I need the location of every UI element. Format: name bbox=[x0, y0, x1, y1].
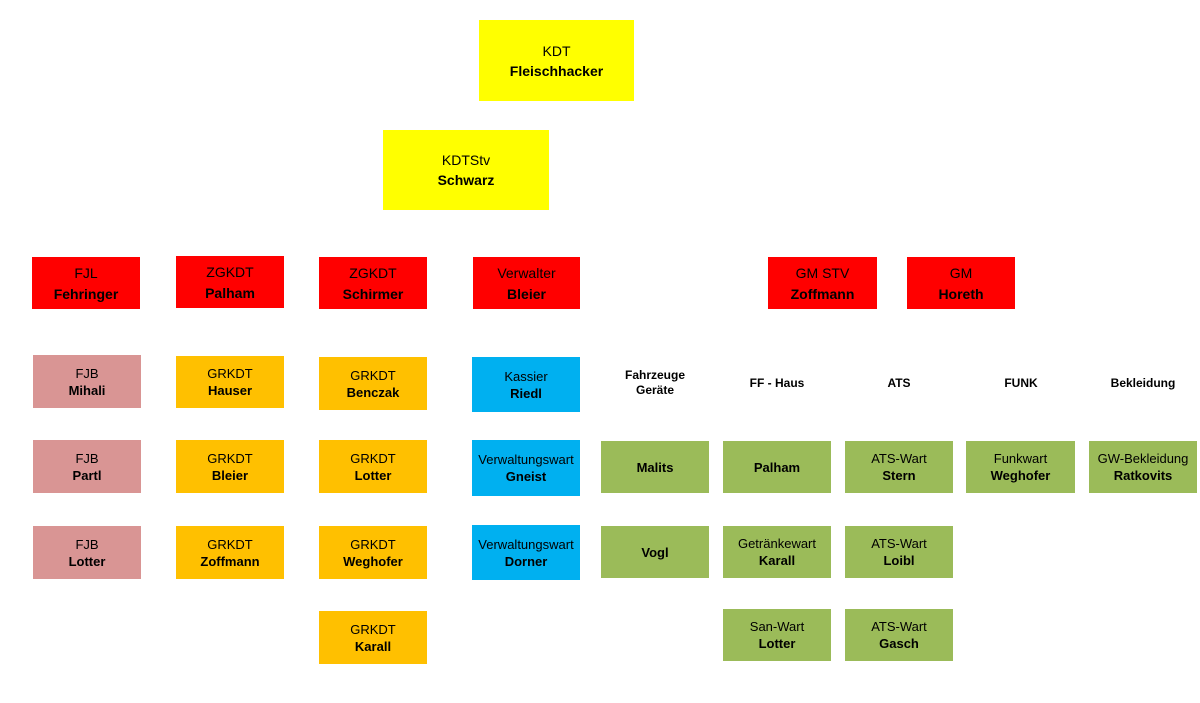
officer-box-gm: GM Horeth bbox=[907, 257, 1015, 309]
role-label: GRKDT bbox=[350, 536, 396, 552]
role-label: GRKDT bbox=[350, 450, 396, 466]
name-label: Stern bbox=[882, 468, 916, 483]
role-label: Verwaltungswart bbox=[478, 536, 574, 552]
role-label: ATS-Wart bbox=[871, 619, 927, 634]
name-label: Mihali bbox=[68, 382, 106, 398]
kdtstv-box: KDTStv Schwarz bbox=[383, 130, 549, 210]
role-label: Getränkewart bbox=[737, 536, 817, 551]
name-label: Schwarz bbox=[437, 172, 495, 188]
role-label: Kassier bbox=[504, 368, 548, 384]
name-label: Ratkovits bbox=[1113, 468, 1173, 483]
admin-box: Verwaltungswart Dorner bbox=[472, 525, 580, 580]
officer-box-fjl: FJL Fehringer bbox=[32, 257, 140, 309]
group-box: GRKDT Karall bbox=[319, 611, 427, 664]
role-label: GW-Bekleidung bbox=[1097, 451, 1189, 466]
officer-box-zgkdt-schirmer: ZGKDT Schirmer bbox=[319, 257, 427, 309]
name-label: Horeth bbox=[938, 285, 984, 302]
house-box: San-Wart Lotter bbox=[723, 609, 831, 661]
name-label: Partl bbox=[72, 467, 102, 483]
role-label: GM bbox=[949, 264, 973, 281]
ats-box: ATS-Wart Loibl bbox=[845, 526, 953, 578]
officer-box-gm-stv: GM STV Zoffmann bbox=[768, 257, 877, 309]
header-clothing: Bekleidung bbox=[1110, 376, 1176, 390]
house-box: Getränkewart Karall bbox=[723, 526, 831, 578]
name-label: Palham bbox=[753, 459, 801, 475]
clothing-box: GW-Bekleidung Ratkovits bbox=[1089, 441, 1197, 493]
role-label: KDTStv bbox=[441, 152, 491, 168]
vehicles-box: Malits bbox=[601, 441, 709, 493]
name-label: Gasch bbox=[879, 636, 919, 651]
kdt-box: KDT Fleischhacker bbox=[479, 20, 634, 101]
name-label: Weghofer bbox=[990, 468, 1051, 483]
role-label: Funkwart bbox=[993, 451, 1048, 466]
name-label: Palham bbox=[205, 284, 255, 301]
group-box: GRKDT Bleier bbox=[176, 440, 284, 493]
role-label: GRKDT bbox=[350, 367, 396, 383]
role-label: FJB bbox=[75, 536, 99, 552]
role-label: ZGKDT bbox=[206, 263, 254, 280]
name-label: Bleier bbox=[211, 467, 249, 483]
role-label: GRKDT bbox=[350, 621, 396, 637]
header-ats: ATS bbox=[887, 376, 911, 390]
officer-box-verwalter: Verwalter Bleier bbox=[473, 257, 580, 309]
role-label: ATS-Wart bbox=[871, 536, 927, 551]
role-label: GRKDT bbox=[207, 450, 253, 466]
youth-box: FJB Mihali bbox=[33, 355, 141, 408]
name-label: Schirmer bbox=[342, 285, 404, 302]
name-label: Benczak bbox=[346, 384, 400, 400]
name-label: Malits bbox=[636, 459, 674, 475]
vehicles-box: Vogl bbox=[601, 526, 709, 578]
role-label: GM STV bbox=[795, 264, 850, 281]
name-label: Gneist bbox=[505, 469, 547, 484]
name-label: Zoffmann bbox=[200, 553, 260, 569]
name-label: Vogl bbox=[641, 544, 669, 560]
name-label: Zoffmann bbox=[790, 285, 855, 302]
role-label: GRKDT bbox=[207, 366, 253, 381]
role-label: KDT bbox=[542, 42, 571, 59]
role-label: ATS-Wart bbox=[871, 451, 927, 466]
house-box: Palham bbox=[723, 441, 831, 493]
group-box: GRKDT Benczak bbox=[319, 357, 427, 410]
header-radio: FUNK bbox=[1004, 376, 1038, 390]
role-label: San-Wart bbox=[749, 619, 805, 634]
header-vehicles-line1: Fahrzeuge bbox=[624, 368, 685, 382]
header-vehicles-line2: Geräte bbox=[635, 383, 675, 397]
name-label: Lotter bbox=[758, 636, 796, 651]
officer-box-zgkdt-palham: ZGKDT Palham bbox=[176, 256, 284, 308]
role-label: Verwalter bbox=[497, 264, 556, 281]
name-label: Hauser bbox=[207, 383, 253, 398]
admin-box: Kassier Riedl bbox=[472, 357, 580, 412]
name-label: Dorner bbox=[504, 553, 548, 569]
name-label: Fleischhacker bbox=[509, 62, 604, 79]
role-label: FJB bbox=[75, 365, 99, 381]
admin-box: Verwaltungswart Gneist bbox=[472, 440, 580, 496]
ats-box: ATS-Wart Stern bbox=[845, 441, 953, 493]
group-box: GRKDT Zoffmann bbox=[176, 526, 284, 579]
role-label: ZGKDT bbox=[349, 264, 397, 281]
name-label: Lotter bbox=[354, 467, 392, 483]
name-label: Karall bbox=[354, 638, 392, 654]
header-house: FF - Haus bbox=[749, 376, 805, 390]
role-label: GRKDT bbox=[207, 536, 253, 552]
header-vehicles: Fahrzeuge Geräte bbox=[600, 368, 710, 398]
group-box: GRKDT Weghofer bbox=[319, 526, 427, 579]
name-label: Riedl bbox=[510, 385, 542, 401]
name-label: Karall bbox=[758, 553, 796, 568]
name-label: Weghofer bbox=[343, 553, 403, 569]
role-label: FJB bbox=[75, 450, 99, 466]
name-label: Lotter bbox=[68, 553, 106, 569]
name-label: Loibl bbox=[883, 553, 915, 568]
group-box: GRKDT Hauser bbox=[176, 356, 284, 408]
name-label: Fehringer bbox=[53, 285, 119, 302]
ats-box: ATS-Wart Gasch bbox=[845, 609, 953, 661]
radio-box: Funkwart Weghofer bbox=[966, 441, 1075, 493]
role-label: Verwaltungswart bbox=[478, 452, 574, 467]
name-label: Bleier bbox=[507, 285, 546, 302]
group-box: GRKDT Lotter bbox=[319, 440, 427, 493]
role-label: FJL bbox=[74, 264, 98, 281]
youth-box: FJB Lotter bbox=[33, 526, 141, 579]
youth-box: FJB Partl bbox=[33, 440, 141, 493]
